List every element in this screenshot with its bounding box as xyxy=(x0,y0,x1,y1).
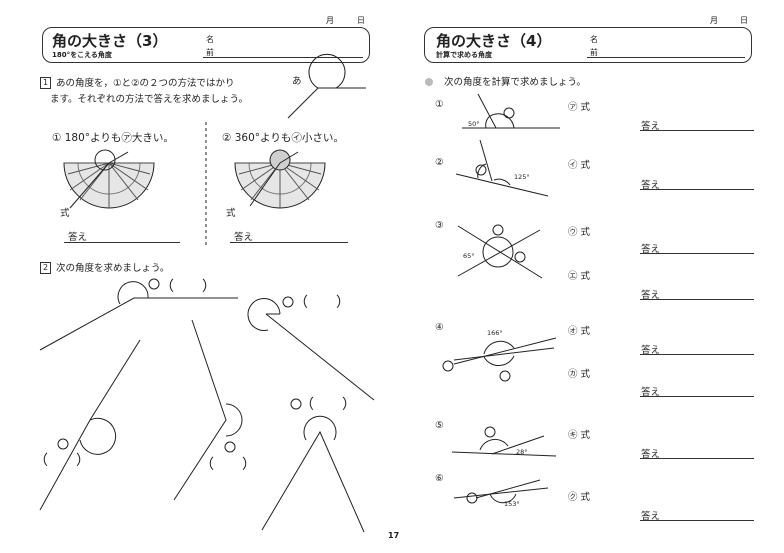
answer-line-g[interactable] xyxy=(640,458,754,459)
right-header-month: 月 xyxy=(710,16,718,25)
answer-line-e[interactable] xyxy=(640,354,754,355)
right-name-label-1: 名 xyxy=(590,35,598,44)
problem-1-figure xyxy=(462,93,560,129)
answer-line-h[interactable] xyxy=(640,520,754,521)
answer-label-h: 答え xyxy=(641,511,661,522)
given-angle-3: 65° xyxy=(463,252,475,260)
left-header-day: 日 xyxy=(357,16,365,25)
answer-label-c: 答え xyxy=(641,244,661,255)
answer-line-a[interactable] xyxy=(640,130,754,131)
answer-line-c[interactable] xyxy=(640,253,754,254)
left-name-label-2: 前 xyxy=(206,48,214,57)
problem-6-figure xyxy=(453,479,549,504)
problem-number-6: ⑥ xyxy=(435,473,444,484)
protractor-2 xyxy=(234,149,326,209)
answer-label-a: 答え xyxy=(641,121,661,132)
answer-line-f[interactable] xyxy=(640,396,754,397)
q1-angle-figure xyxy=(287,53,366,119)
q2-paren-e[interactable]: （ ） xyxy=(200,457,256,473)
problem-3-figure xyxy=(457,224,543,279)
q2-figure-d xyxy=(173,319,243,501)
formula-row-e: ㋔ 式 xyxy=(568,326,591,337)
left-page-subtitle: 180°をこえる角度 xyxy=(52,51,112,59)
formula-row-g: ㋖ 式 xyxy=(568,430,591,441)
right-name-label-2: 前 xyxy=(590,48,598,57)
formula-row-h: ㋗ 式 xyxy=(568,492,591,503)
q1-angle-mark: あ xyxy=(292,76,302,87)
given-angle-6: 153° xyxy=(504,500,520,508)
problem-number-1: ① xyxy=(435,99,444,110)
left-answer-line-2[interactable] xyxy=(230,242,348,243)
formula-row-f: ㋕ 式 xyxy=(568,369,591,380)
answer-line-b[interactable] xyxy=(640,189,754,190)
given-angle-1: 50° xyxy=(468,120,480,128)
left-formula-label-2: 式 xyxy=(226,208,236,219)
left-answer-label-2: 答え xyxy=(234,232,254,243)
method2-text: ② 360°よりも㋑小さい。 xyxy=(222,132,344,144)
answer-label-b: 答え xyxy=(641,180,661,191)
right-page-title: 角の大きさ（4） xyxy=(436,32,552,50)
left-page-number: 17 xyxy=(388,531,400,540)
instruction-bullet xyxy=(425,78,433,86)
formula-row-c: ㋒ 式 xyxy=(568,227,591,238)
right-header-day: 日 xyxy=(740,16,748,25)
formula-row-a: ㋐ 式 xyxy=(568,102,591,113)
problem-4-figure xyxy=(442,337,557,382)
right-page-subtitle: 計算で求める角度 xyxy=(436,51,492,59)
answer-line-d[interactable] xyxy=(640,299,754,300)
left-answer-line-1[interactable] xyxy=(64,242,180,243)
answer-label-d: 答え xyxy=(641,290,661,301)
left-page-title: 角の大きさ（3） xyxy=(52,32,168,50)
q2-paren-a[interactable]: （ ） xyxy=(160,279,216,295)
protractor-1 xyxy=(63,149,155,209)
given-angle-2: 125° xyxy=(514,173,530,181)
q2-text: 次の角度を求めましょう。 xyxy=(56,263,170,274)
answer-label-e: 答え xyxy=(641,345,661,356)
right-title-box xyxy=(424,27,752,63)
q1-number-box: 1 xyxy=(40,77,52,89)
problem-2-figure xyxy=(455,139,549,197)
answer-label-g: 答え xyxy=(641,449,661,460)
left-title-box xyxy=(42,27,370,63)
q1-text-line1: あの角度を，①と②の２つの方法ではかり xyxy=(56,78,235,89)
formula-row-d: ㋓ 式 xyxy=(568,271,591,282)
q2-figure-b xyxy=(247,296,375,401)
q2-paren-c[interactable]: （ ） xyxy=(300,397,356,413)
left-name-label-1: 名 xyxy=(206,35,214,44)
q2-paren-b[interactable]: （ ） xyxy=(294,295,350,311)
problem-number-5: ⑤ xyxy=(435,420,444,431)
right-name-field[interactable] xyxy=(587,57,745,58)
given-angle-5: 28° xyxy=(516,448,528,456)
problem-5-figure xyxy=(451,426,557,457)
left-formula-label-1: 式 xyxy=(60,208,70,219)
q2-figure-e xyxy=(261,398,365,533)
problem-number-4: ④ xyxy=(435,322,444,333)
q2-figure-a xyxy=(39,278,238,351)
left-name-field[interactable] xyxy=(203,57,363,58)
answer-label-f: 答え xyxy=(641,387,661,398)
problem-number-2: ② xyxy=(435,157,444,168)
q2-figure-c xyxy=(39,339,141,511)
formula-row-b: ㋑ 式 xyxy=(568,160,591,171)
left-header-month: 月 xyxy=(326,16,334,25)
method1-text: ① 180°よりも㋐大きい。 xyxy=(52,132,174,144)
problem-number-3: ③ xyxy=(435,220,444,231)
q2-number-box: 2 xyxy=(40,262,52,274)
right-instruction: 次の角度を計算で求めましょう。 xyxy=(444,77,586,88)
given-angle-4: 166° xyxy=(487,329,503,337)
left-answer-label-1: 答え xyxy=(68,232,88,243)
q2-paren-d[interactable]: （ ） xyxy=(34,453,90,469)
q1-text-line2: ます。それぞれの方法で答えを求めましょう。 xyxy=(50,94,248,105)
